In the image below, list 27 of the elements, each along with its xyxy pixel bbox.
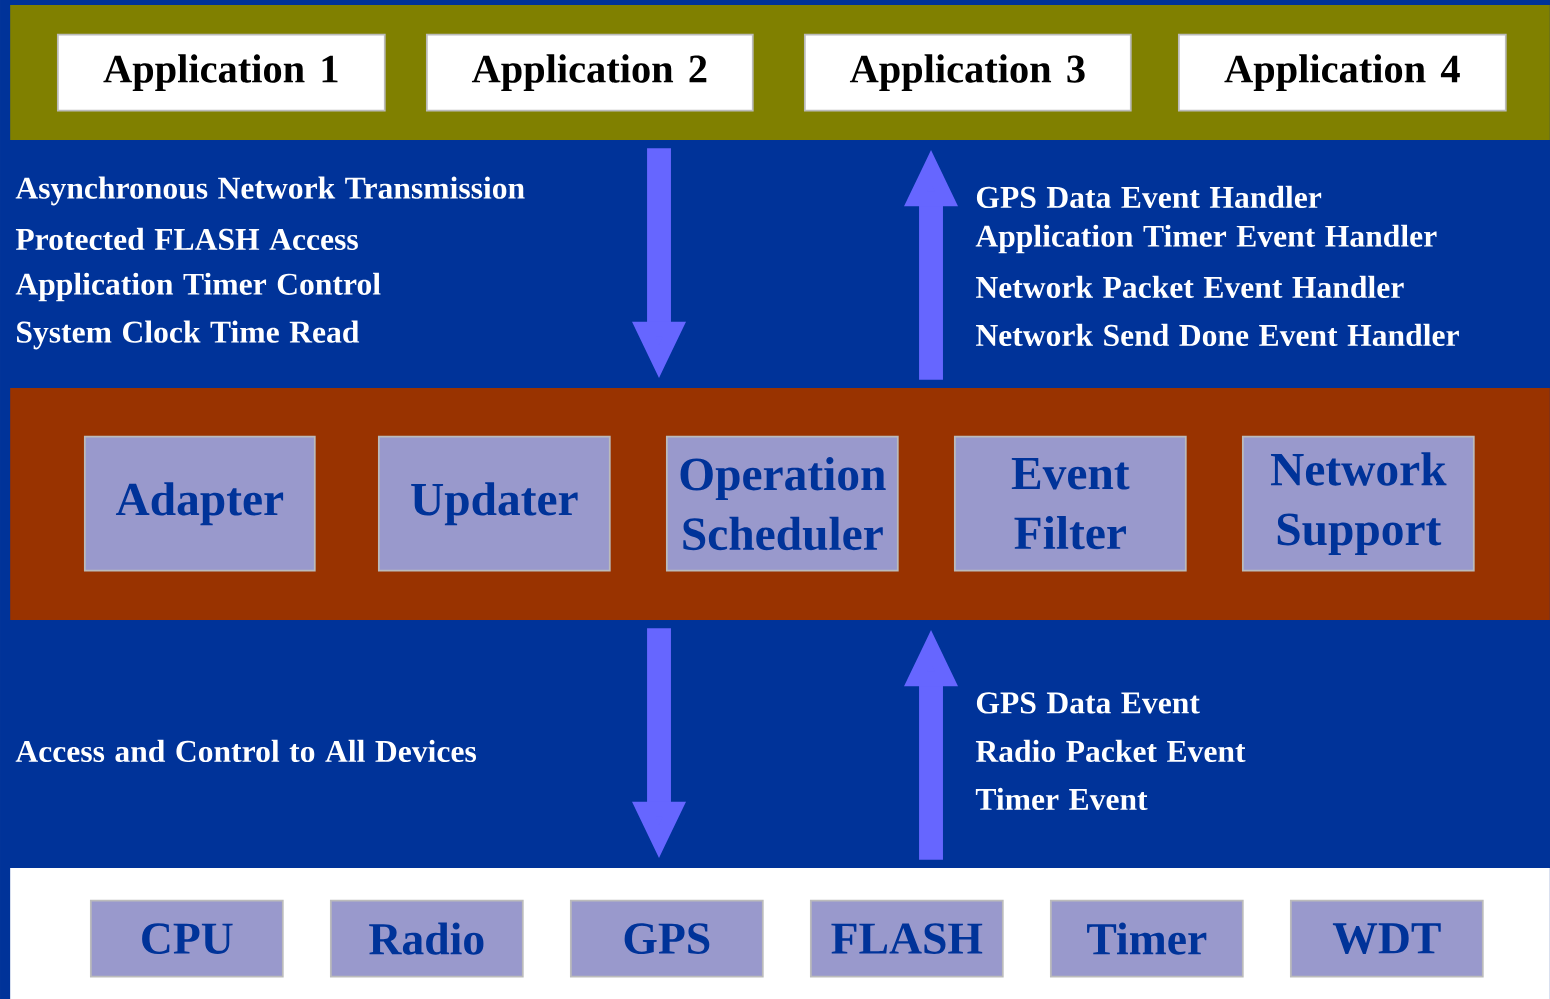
annotation-text: GPS Data Event <box>976 692 1200 714</box>
annotation-text: Protected FLASH Access <box>15 227 358 251</box>
component-box: Network Support <box>1241 435 1475 572</box>
application-box: Application 4 <box>1177 33 1507 112</box>
device-box: Timer <box>1049 899 1244 978</box>
annotation-text: Application Timer Control <box>15 272 381 302</box>
device-box: GPS <box>569 899 764 978</box>
application-box: Application 1 <box>56 33 386 112</box>
annotation-text: Asynchronous Network Transmission <box>15 176 525 206</box>
component-box: Adapter <box>83 435 316 572</box>
annotation-text: System Clock Time Read <box>17 320 360 350</box>
application-box: Application 3 <box>803 33 1132 112</box>
annotation-text: Network Send Done Event Handler <box>975 323 1459 347</box>
device-box: FLASH <box>809 899 1004 978</box>
device-box: Radio <box>329 899 524 978</box>
device-box: WDT <box>1289 899 1484 978</box>
annotation-text: Network Packet Event Handler <box>975 275 1404 299</box>
annotation-text: Access and Control to All Devices <box>15 739 476 763</box>
component-box: Operation Scheduler <box>665 435 899 572</box>
component-box: Updater <box>377 435 611 572</box>
component-box: Event Filter <box>953 435 1187 572</box>
device-box: CPU <box>89 899 284 978</box>
annotation-text: GPS Data Event Handler <box>976 185 1322 209</box>
annotation-text: Timer Event <box>975 787 1148 811</box>
application-box: Application 2 <box>425 33 754 112</box>
annotation-text: Application Timer Event Handler <box>975 224 1437 254</box>
annotation-text: Radio Packet Event <box>975 739 1246 763</box>
